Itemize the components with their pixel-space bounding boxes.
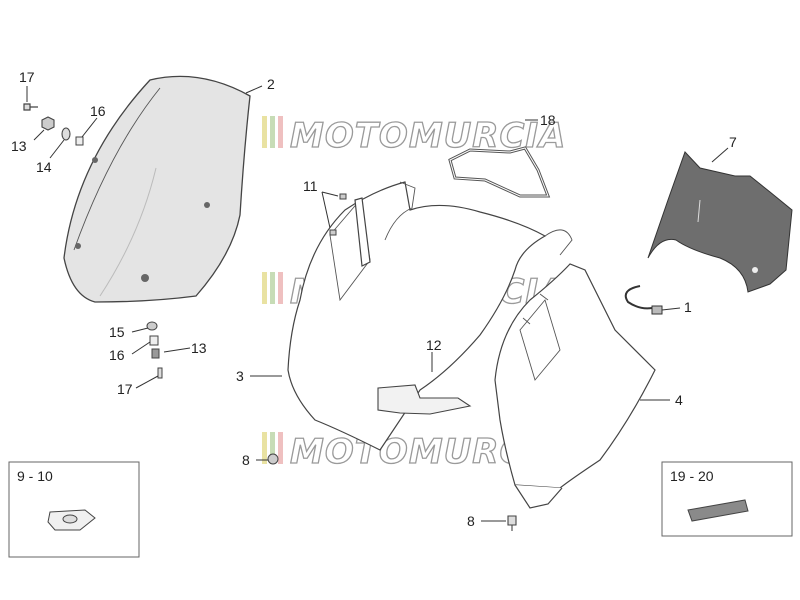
callout-7: 7	[729, 134, 737, 150]
callout-17-bottom: 17	[117, 381, 133, 397]
callout-16-bottom: 16	[109, 347, 125, 363]
hardware-left	[23, 103, 163, 379]
outer-fairing-part	[494, 263, 656, 509]
gasket-part-18	[448, 146, 551, 198]
inset-label-19-20: 19 - 20	[670, 468, 714, 484]
panel-part-7	[647, 151, 793, 293]
inner-fairing-part	[287, 181, 573, 451]
callout-13-top: 13	[11, 138, 27, 154]
inset-box-9-10: 9 - 10	[8, 461, 140, 558]
callout-8-left: 8	[242, 452, 250, 468]
callout-8-bottom: 8	[467, 513, 475, 529]
bracket-part-12	[377, 384, 472, 415]
watermark-top: MOTOMURCIA	[262, 115, 566, 157]
watermark-text-top: MOTOMURCIA	[290, 116, 566, 156]
connector-part-1	[624, 285, 663, 315]
inset-box-19-20: 19 - 20	[661, 461, 793, 537]
windshield-part	[63, 75, 251, 303]
callout-1: 1	[684, 299, 692, 315]
callout-13-bottom: 13	[191, 340, 207, 356]
callout-16-top: 16	[90, 103, 106, 119]
callout-17-top: 17	[19, 69, 35, 85]
callout-numbers: 17 13 14 16 2 18 7 11 1 12 3 4 15 16 13 …	[11, 69, 737, 529]
inset-label-9-10: 9 - 10	[17, 468, 53, 484]
callout-18: 18	[540, 112, 556, 128]
callout-11: 11	[303, 178, 318, 194]
bracket-part-11	[329, 193, 371, 267]
callout-2: 2	[267, 76, 275, 92]
callout-3: 3	[236, 368, 244, 384]
callout-4: 4	[675, 392, 683, 408]
fasteners-part-8	[267, 453, 517, 531]
callout-14: 14	[36, 159, 52, 175]
leader-lines	[26, 85, 729, 522]
callout-12: 12	[426, 337, 442, 353]
callout-15: 15	[109, 324, 125, 340]
